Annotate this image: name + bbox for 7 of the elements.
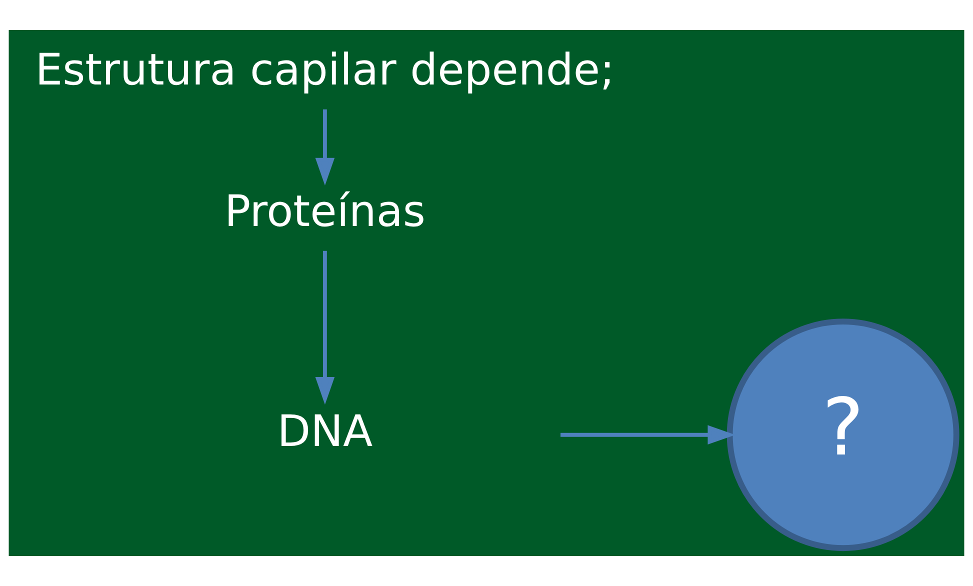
arrow <box>315 250 335 405</box>
arrow <box>315 109 335 186</box>
node-text: Proteínas <box>224 187 426 238</box>
node-text: DNA <box>277 406 373 457</box>
node-text: Estrutura capilar depende; <box>35 45 615 96</box>
node-circle: ? <box>726 318 960 552</box>
arrow <box>560 425 736 445</box>
